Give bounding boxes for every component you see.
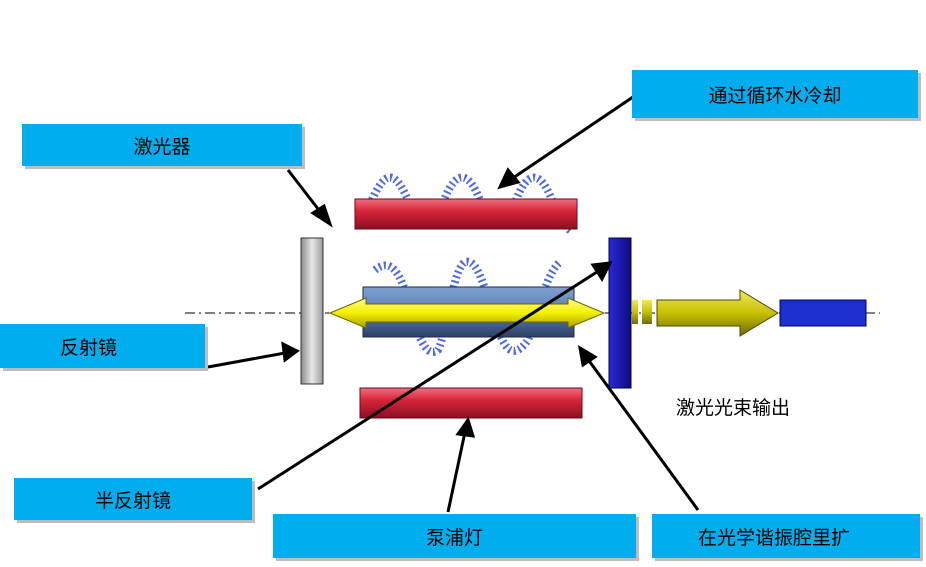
label-reflector: 反射镜	[0, 324, 205, 368]
label-laser: 激光器	[22, 124, 302, 166]
label-cooling: 通过循环水冷却	[632, 70, 918, 118]
output-beam-segment	[642, 300, 652, 324]
label-pump-lamp: 泵浦灯	[273, 514, 636, 558]
internal-beam	[328, 297, 606, 329]
output-beam-segment	[632, 300, 638, 324]
reflector-mirror	[300, 237, 324, 385]
output-beam-arrow	[656, 289, 779, 337]
pump-lamp-bottom	[359, 387, 583, 419]
pump-lamp-top	[354, 198, 578, 230]
pointer-resonator	[585, 357, 700, 511]
pointer-reflector	[207, 351, 286, 369]
label-resonator: 在光学谐振腔里扩	[652, 514, 920, 558]
label-half-reflector: 半反射镜	[14, 478, 252, 520]
pointer-half-reflector	[257, 268, 601, 491]
pointer-pump-lamp	[446, 431, 467, 513]
label-output: 激光光束输出	[676, 397, 791, 419]
pointer-laser	[286, 169, 324, 215]
pointer-cooling	[509, 95, 634, 182]
output-block	[779, 299, 867, 327]
half-reflector-mirror	[608, 237, 632, 389]
